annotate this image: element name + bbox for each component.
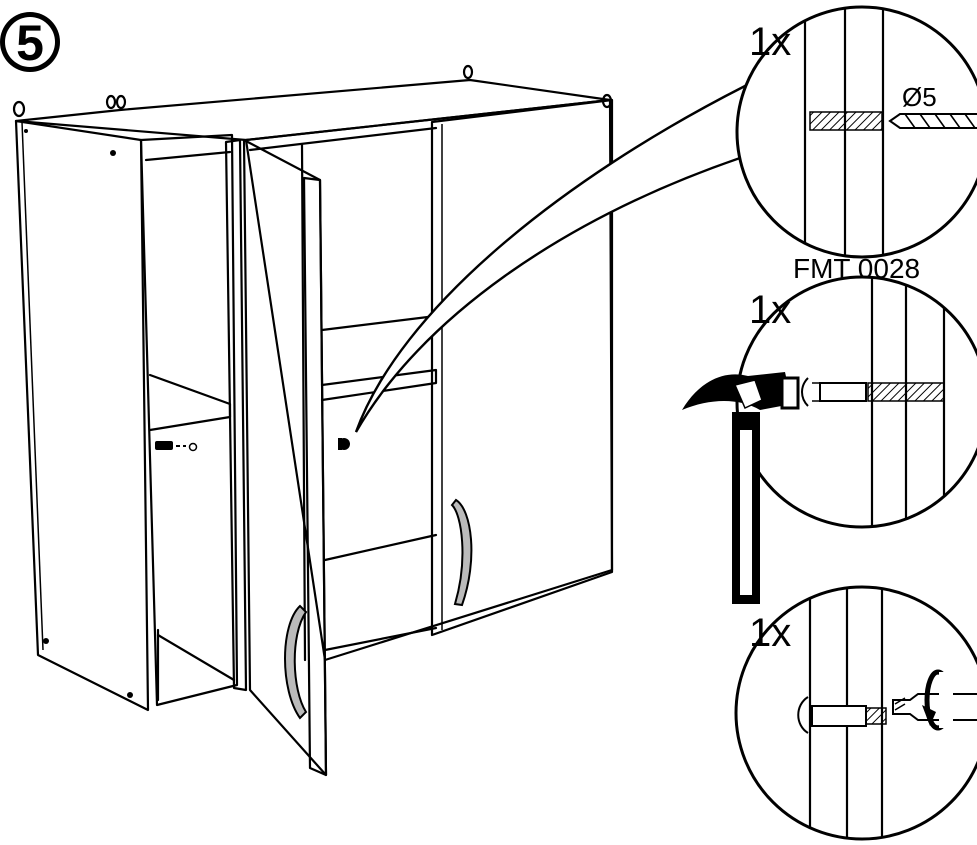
drill-bit-icon (888, 113, 977, 129)
detail-screw-circle: 1x (734, 585, 977, 841)
hanging-ring-icon (12, 64, 613, 118)
drill-quantity: 1x (749, 20, 791, 64)
step-number-badge: 5 (0, 12, 60, 72)
callout-pointer (354, 83, 747, 433)
cabinet-drawing (12, 64, 747, 777)
screw-quantity: 1x (749, 611, 791, 655)
open-left-door (242, 138, 328, 777)
drill-size-label: Ø5 (902, 82, 937, 112)
left-compartment (139, 133, 239, 707)
right-compartment (244, 98, 614, 662)
left-door-handle (284, 604, 308, 720)
shelf-support-pin-icon (155, 441, 198, 452)
rotation-arrow-icon (922, 669, 953, 731)
cam-fitting-icon (338, 438, 350, 450)
detail-drill-circle: 1x Ø5 (735, 5, 977, 259)
dowel-icon (801, 377, 867, 407)
dowel-screw-icon (811, 705, 887, 727)
right-door (430, 98, 614, 637)
hammer-icon (682, 372, 800, 604)
detail-hammer-circle: FMT 0028 1x (682, 253, 977, 604)
hammer-quantity: 1x (749, 288, 791, 332)
right-door-handle (450, 498, 473, 607)
cabinet-left-side (14, 119, 150, 712)
step-number: 5 (16, 15, 44, 71)
